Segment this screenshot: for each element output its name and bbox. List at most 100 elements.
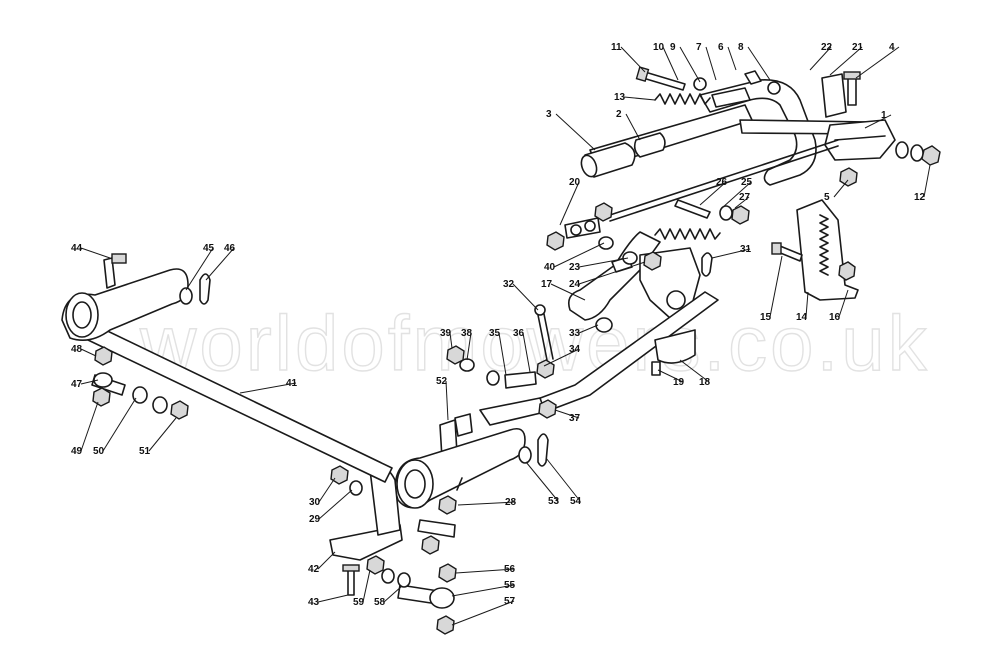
leader-line-35 — [498, 332, 507, 376]
callout-label-23: 23 — [569, 262, 581, 273]
leader-line-59 — [362, 569, 371, 603]
leader-line-37 — [554, 409, 580, 419]
callout-label-14: 14 — [796, 312, 808, 323]
leader-line-36 — [522, 332, 531, 373]
leader-line-12 — [923, 164, 931, 198]
leader-line-52 — [445, 380, 449, 421]
leader-line-41 — [239, 382, 297, 394]
callout-label-28: 28 — [505, 497, 517, 508]
callout-label-54: 54 — [570, 496, 582, 507]
leader-line-11 — [620, 46, 646, 73]
leader-line-6 — [727, 46, 737, 71]
callout-leader-lines — [80, 46, 931, 626]
leader-line-16 — [838, 289, 849, 318]
leader-line-45 — [185, 247, 214, 291]
callout-label-29: 29 — [309, 514, 321, 525]
leader-line-28 — [457, 501, 516, 506]
leader-line-2 — [625, 113, 641, 141]
leader-line-53 — [525, 461, 559, 502]
leader-line-15 — [769, 255, 783, 318]
height-adjust-handle — [580, 66, 941, 222]
callout-label-6: 6 — [718, 42, 724, 53]
leader-line-3 — [555, 113, 596, 151]
leader-line-31 — [711, 248, 751, 259]
callout-label-24: 24 — [569, 279, 581, 290]
callout-label-41: 41 — [286, 378, 298, 389]
callout-label-3: 3 — [546, 109, 552, 120]
leader-line-58 — [383, 585, 403, 603]
leader-line-50 — [102, 397, 137, 452]
leader-line-39 — [449, 332, 453, 349]
leader-line-8 — [747, 46, 771, 81]
callout-label-40: 40 — [544, 262, 556, 273]
callout-label-36: 36 — [513, 328, 525, 339]
callout-label-26: 26 — [716, 177, 728, 188]
leader-line-5 — [833, 179, 849, 198]
callout-label-38: 38 — [461, 328, 473, 339]
callout-label-27: 27 — [739, 192, 751, 203]
callout-label-1: 1 — [881, 110, 887, 121]
leader-line-19 — [657, 369, 684, 383]
callout-label-49: 49 — [71, 446, 83, 457]
leader-line-10 — [662, 46, 679, 81]
callout-label-18: 18 — [699, 377, 711, 388]
callout-label-7: 7 — [696, 42, 702, 53]
callout-label-10: 10 — [653, 42, 665, 53]
leader-line-14 — [805, 291, 809, 318]
callout-label-16: 16 — [829, 312, 841, 323]
callout-label-43: 43 — [308, 597, 320, 608]
leader-line-47 — [80, 379, 99, 385]
callout-label-12: 12 — [914, 192, 926, 203]
leader-line-54 — [545, 457, 581, 502]
leader-line-13 — [623, 96, 656, 101]
callout-label-5: 5 — [824, 192, 830, 203]
leader-line-40 — [553, 242, 605, 268]
callout-label-30: 30 — [309, 497, 321, 508]
leader-line-46 — [205, 247, 235, 281]
callout-label-33: 33 — [569, 328, 581, 339]
notched-quadrant-plate — [771, 199, 859, 301]
callout-label-42: 42 — [308, 564, 320, 575]
leader-line-38 — [466, 332, 472, 361]
callout-label-44: 44 — [71, 243, 83, 254]
callout-label-21: 21 — [852, 42, 864, 53]
callout-label-25: 25 — [741, 177, 753, 188]
callout-label-34: 34 — [569, 344, 581, 355]
callout-label-46: 46 — [224, 243, 236, 254]
callout-label-13: 13 — [614, 92, 626, 103]
adjuster-linkage — [546, 199, 750, 333]
callout-label-32: 32 — [503, 279, 515, 290]
leader-line-55 — [451, 584, 515, 597]
leader-line-34 — [543, 348, 580, 367]
callout-label-58: 58 — [374, 597, 386, 608]
leader-line-1 — [864, 114, 892, 129]
leader-line-20 — [559, 181, 580, 226]
leader-line-18 — [679, 359, 710, 383]
leader-line-56 — [455, 568, 515, 574]
callout-label-17: 17 — [541, 279, 553, 290]
callout-label-51: 51 — [139, 446, 151, 457]
leader-line-42 — [317, 551, 336, 570]
callout-label-37: 37 — [569, 413, 581, 424]
leader-line-32 — [512, 283, 539, 311]
leader-line-25 — [721, 181, 752, 209]
callout-label-45: 45 — [203, 243, 215, 254]
leader-line-43 — [317, 594, 349, 603]
callout-label-57: 57 — [504, 596, 516, 607]
callout-label-22: 22 — [821, 42, 833, 53]
leader-line-33 — [578, 324, 599, 334]
callout-label-59: 59 — [353, 597, 365, 608]
callout-label-55: 55 — [504, 580, 516, 591]
callout-label-20: 20 — [569, 177, 581, 188]
callout-label-48: 48 — [71, 344, 83, 355]
leader-line-57 — [451, 600, 515, 626]
leader-line-27 — [734, 196, 750, 209]
callout-label-35: 35 — [489, 328, 501, 339]
leader-line-26 — [699, 181, 727, 206]
leader-line-17 — [550, 283, 586, 301]
callout-label-39: 39 — [440, 328, 452, 339]
leader-line-21 — [829, 46, 863, 76]
callout-label-4: 4 — [889, 42, 895, 53]
